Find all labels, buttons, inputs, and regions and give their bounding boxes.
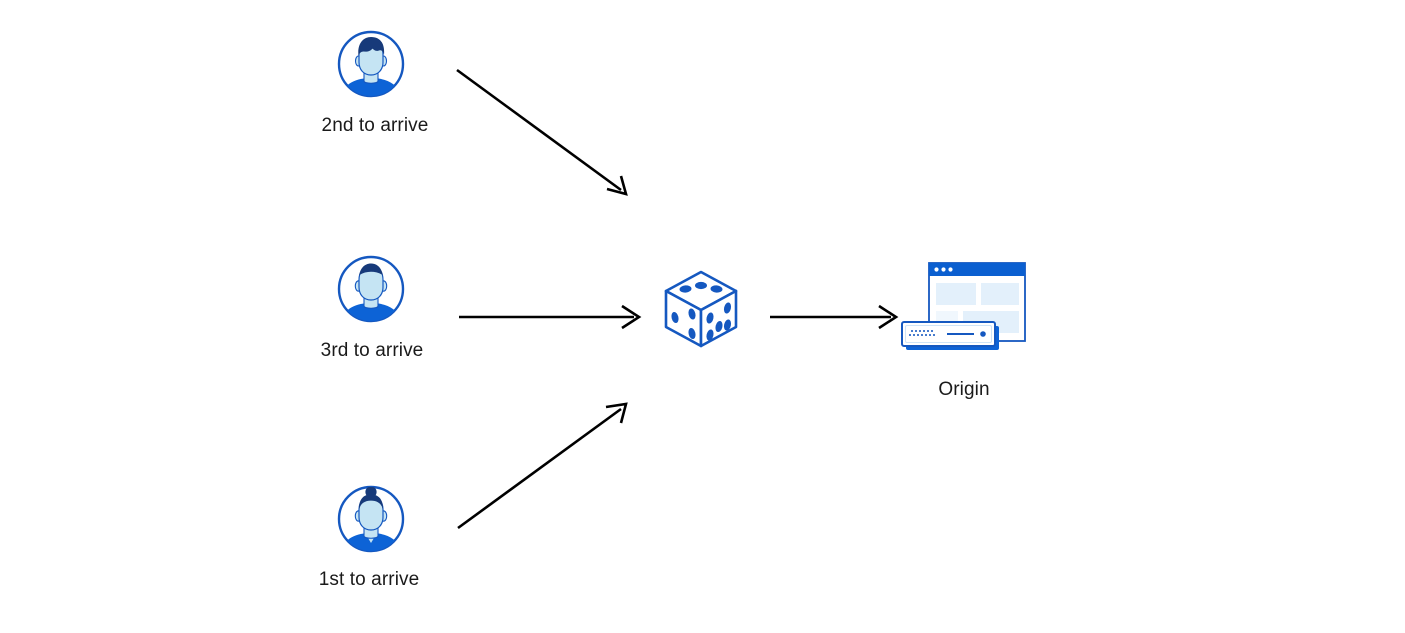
arrow-1st-to-dice bbox=[457, 402, 628, 530]
user-avatar-icon-2nd bbox=[335, 28, 407, 100]
arrow-3rd-to-dice bbox=[459, 304, 642, 330]
user-avatar-icon-3rd bbox=[335, 253, 407, 325]
dice-right-pips bbox=[706, 302, 732, 341]
origin-server-icon bbox=[895, 255, 1035, 365]
label-2nd-to-arrive: 2nd to arrive bbox=[321, 115, 429, 136]
arrow-dice-to-origin bbox=[770, 304, 899, 330]
router-device bbox=[901, 321, 999, 350]
label-origin: Origin bbox=[938, 379, 990, 400]
user-avatar-icon-1st bbox=[335, 483, 407, 555]
dice-left-pips bbox=[671, 308, 696, 340]
dice-icon bbox=[658, 266, 744, 352]
dice-top-pips bbox=[679, 281, 723, 293]
label-1st-to-arrive: 1st to arrive bbox=[318, 569, 420, 590]
label-3rd-to-arrive: 3rd to arrive bbox=[320, 340, 424, 361]
arrow-2nd-to-dice bbox=[456, 68, 628, 196]
